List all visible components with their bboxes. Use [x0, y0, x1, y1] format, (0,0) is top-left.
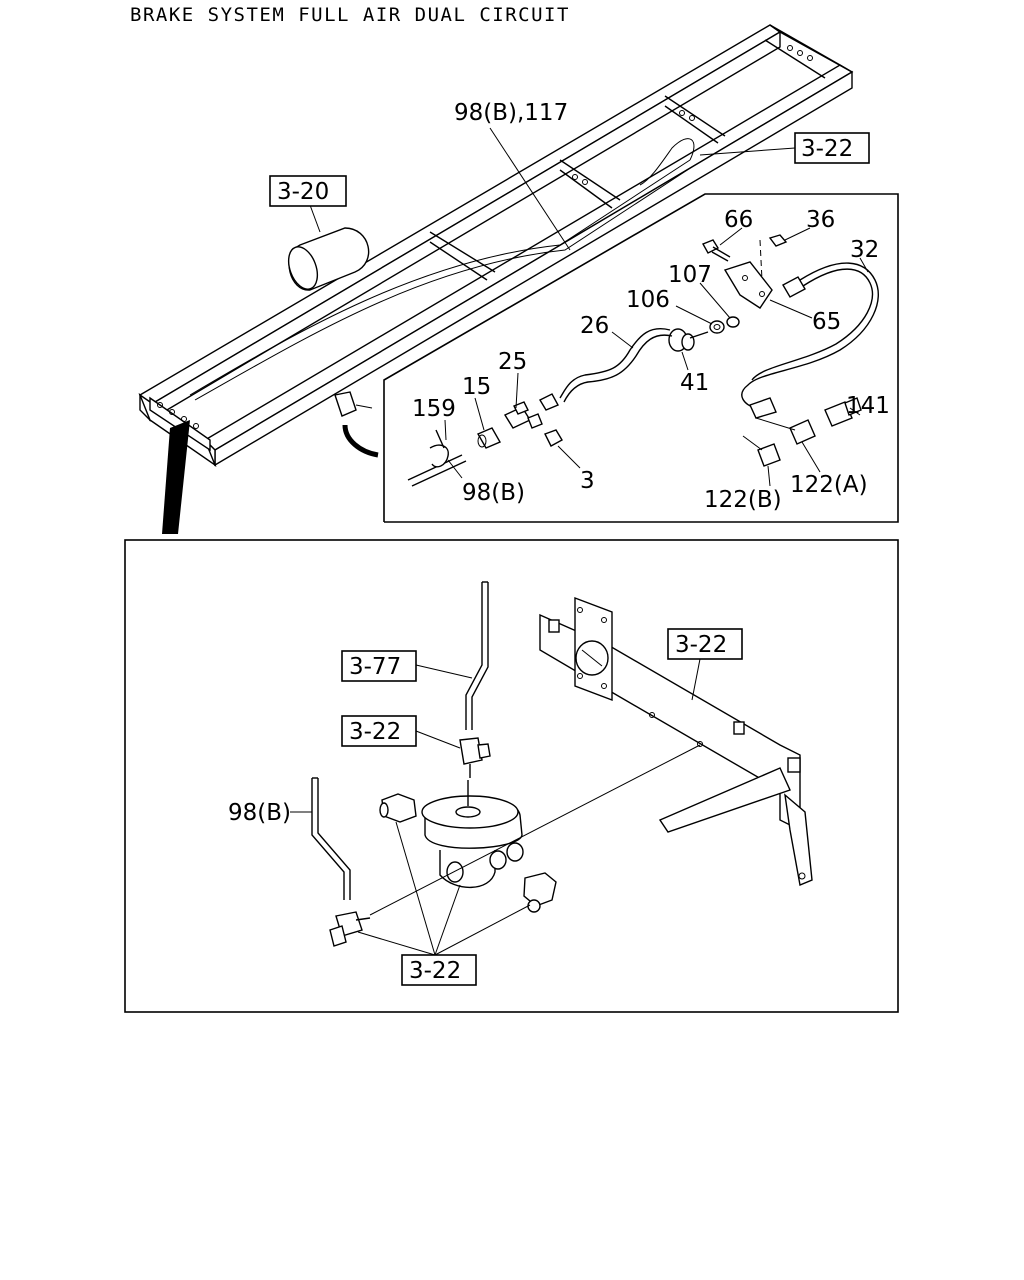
label-65: 65 — [812, 309, 841, 335]
leader-3-20 — [309, 204, 321, 233]
label-98b-117: 98(B),117 — [454, 100, 568, 126]
label-141: 141 — [846, 393, 890, 419]
label-36: 36 — [806, 207, 835, 233]
label-106: 106 — [626, 287, 670, 313]
tee-fitting-top — [459, 737, 491, 778]
svg-text:3-22: 3-22 — [409, 958, 461, 984]
lower-panel: 3-77 3-22 3-22 3-22 98(B) — [124, 539, 899, 1013]
label-3: 3 — [580, 468, 595, 494]
pipe-3-77 — [465, 581, 489, 730]
svg-text:3-22: 3-22 — [675, 632, 727, 658]
label-41: 41 — [680, 370, 709, 396]
part-122b-fitting — [742, 435, 781, 467]
leader-98b-117 — [489, 127, 571, 251]
label-98b-inset: 98(B) — [462, 480, 525, 506]
part-36-nut — [759, 234, 788, 281]
callout-3-22-bottom[interactable]: 3-22 — [401, 954, 477, 986]
label-98b-lower: 98(B) — [228, 800, 291, 826]
valve-bracket — [539, 596, 813, 886]
part-141-fitting — [824, 397, 862, 427]
callout-3-22-mid[interactable]: 3-22 — [341, 715, 417, 747]
elbow-fitting-left — [379, 793, 417, 823]
part-25-tee — [503, 401, 543, 429]
label-32: 32 — [850, 237, 879, 263]
part-3-nut — [544, 429, 563, 447]
svg-text:3-22: 3-22 — [349, 719, 401, 745]
diagram-title: BRAKE SYSTEM FULL AIR DUAL CIRCUIT — [130, 4, 570, 26]
relay-valve — [421, 780, 524, 889]
callout-3-77[interactable]: 3-77 — [341, 650, 417, 682]
part-122a-fitting — [749, 397, 816, 445]
part-65-bracket — [723, 261, 773, 309]
frame-valve — [334, 391, 373, 417]
inset-panel: 66 36 32 107 106 65 26 25 15 41 141 159 … — [383, 193, 899, 523]
svg-text:3-20: 3-20 — [277, 179, 329, 205]
callout-3-22-bracket[interactable]: 3-22 — [667, 628, 743, 660]
leader-3-22-top — [699, 147, 796, 156]
part-106-washer — [709, 320, 725, 334]
callout-3-20[interactable]: 3-20 — [269, 175, 347, 207]
pipe-98b-lower — [311, 777, 351, 900]
label-26: 26 — [580, 313, 609, 339]
svg-text:3-77: 3-77 — [349, 654, 401, 680]
tee-fitting-left — [329, 911, 371, 947]
part-159-clip — [407, 429, 467, 487]
label-122a: 122(A) — [790, 472, 868, 498]
label-159: 159 — [412, 396, 456, 422]
part-15-fitting — [477, 427, 501, 449]
part-41-connector — [668, 328, 709, 352]
svg-text:3-22: 3-22 — [801, 136, 853, 162]
part-66-bolt — [702, 239, 731, 262]
part-32-pipe — [741, 262, 879, 409]
label-25: 25 — [498, 349, 527, 375]
label-107: 107 — [668, 262, 712, 288]
label-66: 66 — [724, 207, 753, 233]
air-tank — [287, 227, 370, 291]
label-15: 15 — [462, 374, 491, 400]
label-122b: 122(B) — [704, 487, 782, 513]
chassis-frame — [138, 24, 854, 534]
part-107-washer — [726, 316, 740, 328]
part-26-pipe — [539, 328, 673, 411]
connection-line — [369, 744, 701, 916]
callout-3-22-top[interactable]: 3-22 — [794, 132, 870, 164]
